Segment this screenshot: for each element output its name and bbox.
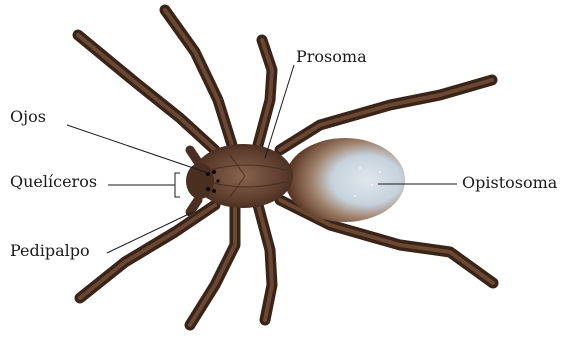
leader-queliceros	[108, 173, 180, 197]
leg-upper-left-2	[165, 10, 232, 145]
opistosoma-body	[285, 138, 405, 222]
label-pedipalpo: Pedipalpo	[10, 243, 90, 259]
chelicerae	[186, 163, 214, 199]
label-queliceros: Quelíceros	[10, 174, 97, 190]
label-prosoma: Prosoma	[296, 49, 367, 65]
label-ojos: Ojos	[10, 109, 46, 125]
label-opistosoma: Opistosoma	[462, 175, 557, 191]
